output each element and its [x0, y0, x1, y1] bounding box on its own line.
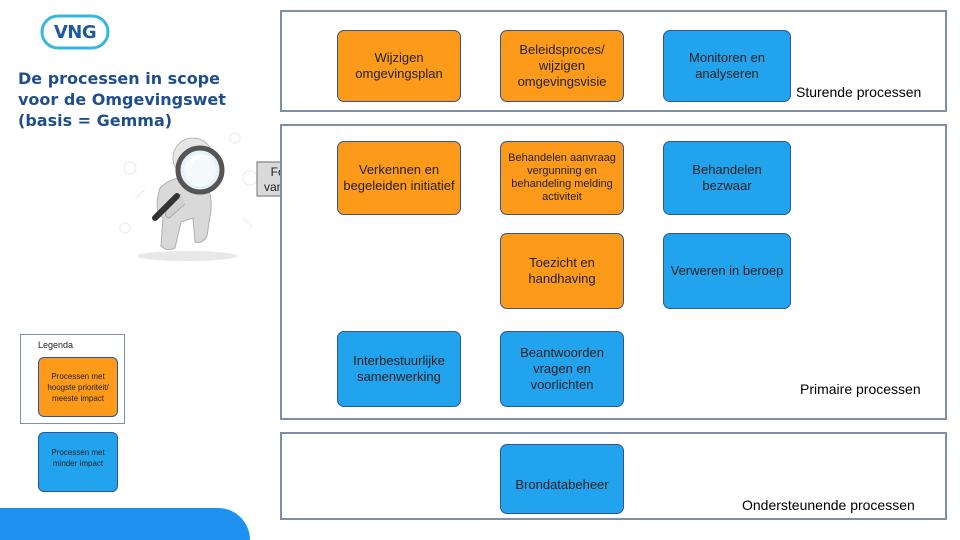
section-label-ondersteunende: Ondersteunende processen [742, 497, 915, 513]
process-beleidsproces: Beleidsproces/ wijzigen omgevingsvisie [500, 30, 624, 102]
process-brondatabeheer: Brondatabeheer [500, 444, 624, 514]
legend-low-impact: Processen met minder impact [38, 432, 118, 492]
page-title: De processen in scope voor de Omgevingsw… [18, 69, 226, 130]
vng-logo-text: VNG [53, 21, 97, 43]
process-monitoren: Monitoren en analyseren [663, 30, 791, 102]
legend-high-impact: Processen met hoogste prioriteit/ meeste… [38, 357, 118, 417]
legend [20, 334, 125, 424]
vng-logo: VNG [40, 14, 110, 50]
vng-logo-shape [40, 14, 110, 50]
bottom-decoration-band [0, 508, 250, 540]
process-verweren: Verweren in beroep [663, 233, 791, 309]
process-wijzigen-omgevingsplan: Wijzigen omgevingsplan [337, 30, 461, 102]
section-label-primaire: Primaire processen [800, 381, 921, 397]
person-magnifier-illustration [115, 118, 265, 263]
process-interbestuurlijke: Interbestuurlijke samenwerking [337, 331, 461, 407]
section-label-sturende: Sturende processen [796, 84, 922, 100]
process-behandelen-aanvraag: Behandelen aanvraag vergunning en behand… [500, 141, 624, 215]
process-verkennen: Verkennen en begeleiden initiatief [337, 141, 461, 215]
process-behandelen-bezwaar: Behandelen bezwaar [663, 141, 791, 215]
process-beantwoorden: Beantwoorden vragen en voorlichten [500, 331, 624, 407]
legend-title: Legenda [38, 340, 74, 350]
process-toezicht: Toezicht en handhaving [500, 233, 624, 309]
